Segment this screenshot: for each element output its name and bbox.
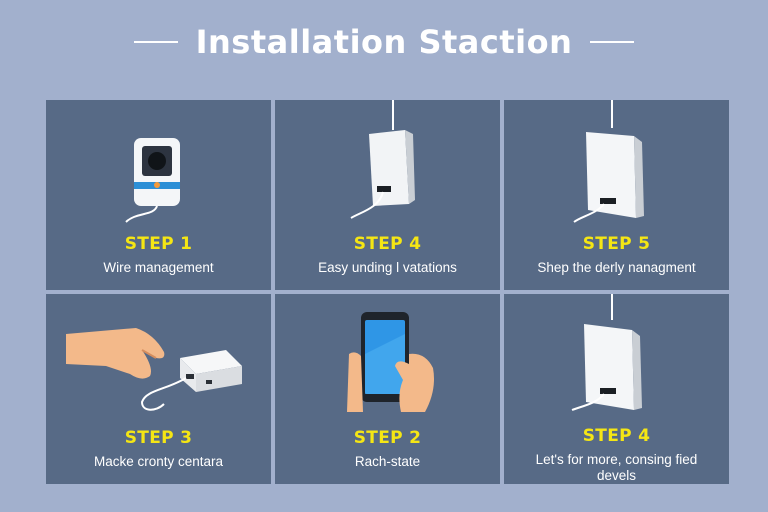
wall-box-unit-icon	[275, 100, 500, 228]
hand-smartphone-icon	[275, 294, 500, 422]
title-rule-right	[590, 41, 635, 43]
step-description: Rach-state	[354, 454, 421, 469]
step-card: STEP 2 Rach-state	[275, 294, 500, 484]
wall-camera-unit-icon	[46, 100, 271, 228]
step-label: STEP 4	[353, 234, 422, 254]
steps-grid: STEP 1 Wire management STEP 4 Easy undin…	[46, 100, 729, 484]
step-description: Wire management	[103, 260, 214, 275]
step-label: STEP 4	[582, 426, 651, 446]
step-label: STEP 1	[124, 234, 193, 254]
title-rule-left	[133, 41, 178, 43]
step-card: STEP 5 Shep the derly nanagment	[504, 100, 729, 290]
step-label: STEP 5	[582, 234, 651, 254]
step-label: STEP 3	[124, 428, 193, 448]
step-card: STEP 3 Macke cronty centara	[46, 294, 271, 484]
header: Installation Staction	[0, 18, 768, 66]
step-card: STEP 4 Let's for more, consing fied deve…	[504, 294, 729, 484]
step-description: Easy unding l vatations	[318, 260, 457, 275]
step-label: STEP 2	[353, 428, 422, 448]
step-card: STEP 4 Easy unding l vatations	[275, 100, 500, 290]
wall-box-unit-icon	[504, 100, 729, 228]
hand-plug-router-icon	[46, 294, 271, 422]
step-description: Macke cronty centara	[93, 454, 224, 469]
wall-box-unit-icon	[504, 294, 729, 420]
step-description: Let's for more, consing fied devels	[535, 452, 698, 483]
page-title: Installation Staction	[195, 23, 573, 61]
step-description: Shep the derly nanagment	[537, 260, 696, 275]
step-card: STEP 1 Wire management	[46, 100, 271, 290]
